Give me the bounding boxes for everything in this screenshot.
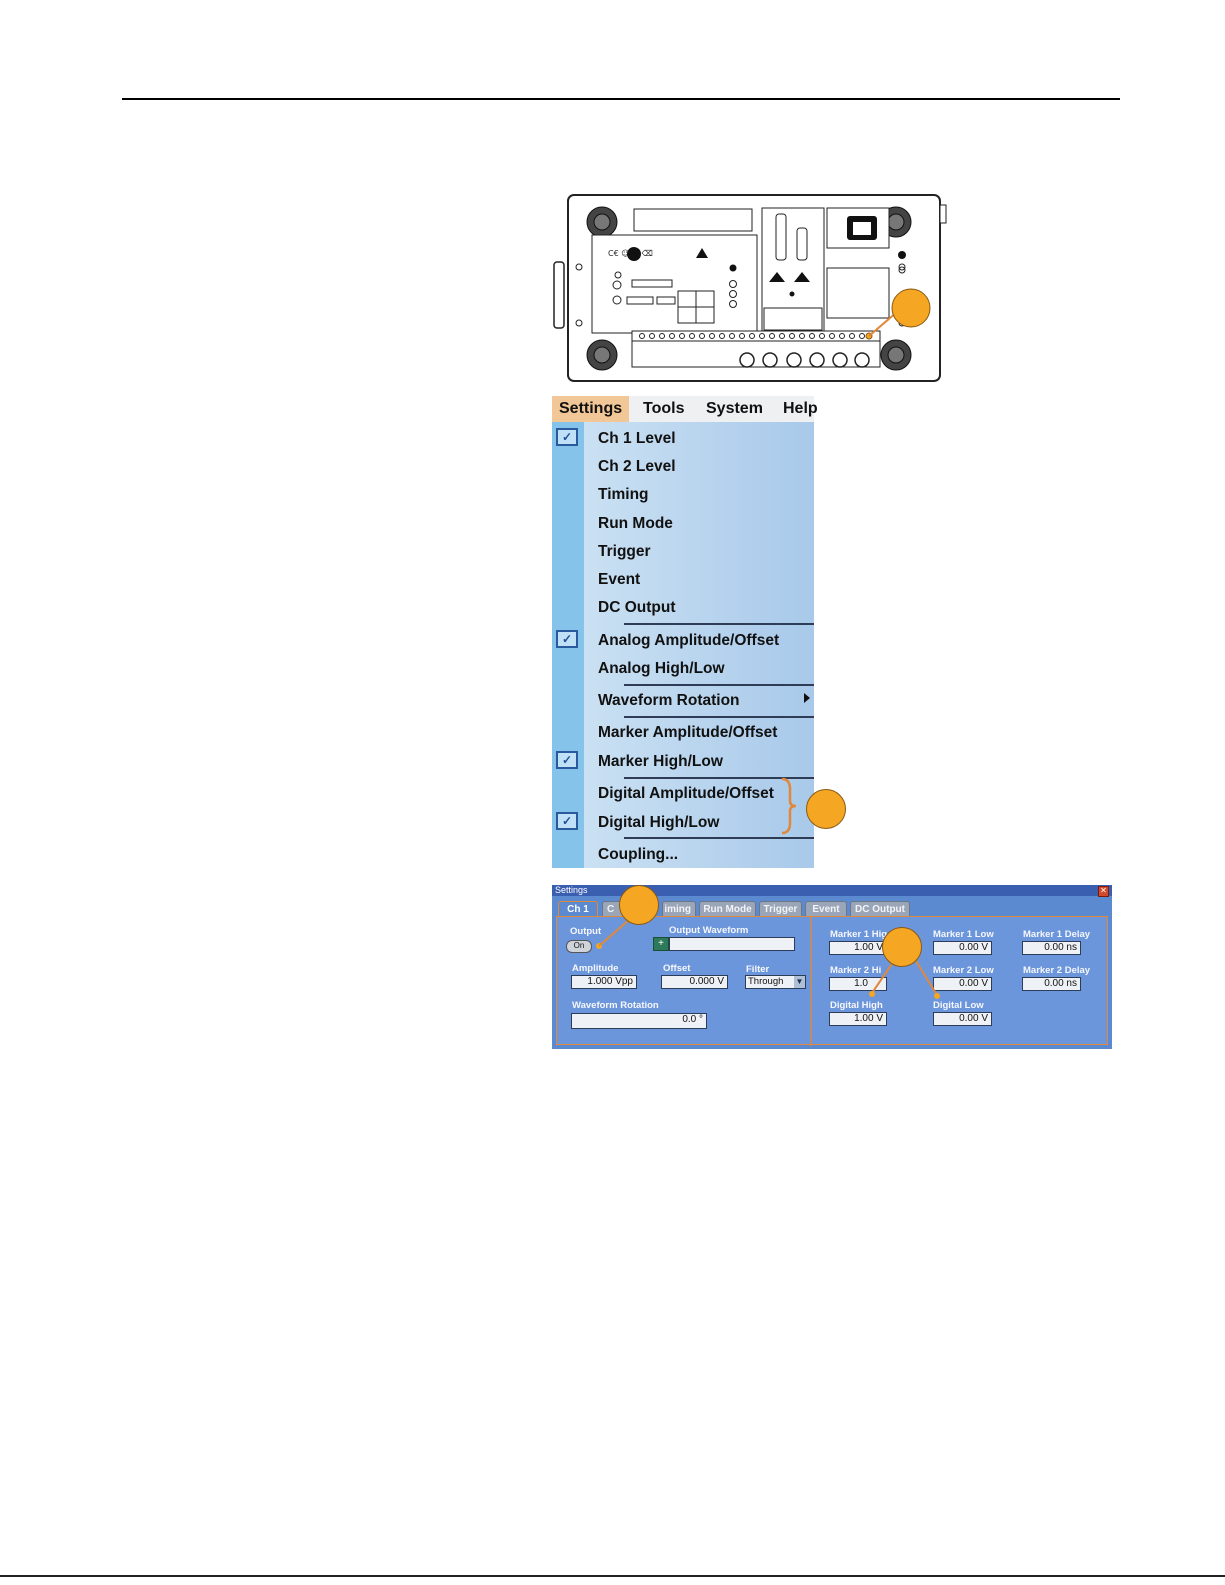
menu-separator [624,623,814,625]
menu-item-marker-amplitude-offset[interactable]: Marker Amplitude/Offset [598,724,778,741]
output-label: Output [570,926,602,937]
marker1-high-field[interactable]: 1.00 V [829,941,887,955]
ch1-level-check-icon: ✓ [556,428,578,446]
waveform-rotation-label: Waveform Rotation [572,1000,659,1011]
callout-output [619,885,659,925]
marker-high-low-check-icon: ✓ [556,751,578,769]
menu-item-coupling[interactable]: Coupling... [598,846,679,863]
output-waveform-field[interactable] [669,937,795,951]
amplitude-label: Amplitude [572,963,619,974]
menu-item-ch1-level[interactable]: Ch 1 Level [598,430,676,447]
callout-digital-levels [882,927,922,967]
marker2-low-field[interactable]: 0.00 V [933,977,992,991]
menu-item-digital-high-low[interactable]: Digital High/Low [598,814,720,831]
menu-item-waveform-rotation[interactable]: Waveform Rotation [598,692,740,709]
menu-item-analog-high-low[interactable]: Analog High/Low [598,660,725,677]
tab-trigger[interactable]: Trigger [759,901,802,916]
tab-timing[interactable]: iming [662,901,696,916]
menu-separator [624,716,814,718]
panel-divider [810,917,812,1046]
instrument-rear-panel: C€ ☺ ◐ ⌫ [553,194,947,382]
callout-marker-2 [806,789,846,829]
footer-rule [0,1575,1225,1577]
menu-item-digital-amplitude-offset[interactable]: Digital Amplitude/Offset [598,785,774,802]
marker1-high-label: Marker 1 Hig [830,929,888,940]
menu-item-timing[interactable]: Timing [598,486,649,503]
settings-dropdown: ✓ Ch 1 Level Ch 2 Level Timing Run Mode … [552,422,814,868]
callout-leaders [598,918,940,999]
filter-label: Filter [746,964,770,975]
marker2-high-field[interactable]: 1.0 [829,977,887,991]
digital-bracket [781,777,797,835]
waveform-add-icon[interactable]: + [653,937,669,951]
menu-item-trigger[interactable]: Trigger [598,543,651,560]
offset-label: Offset [663,963,691,974]
marker1-delay-field[interactable]: 0.00 ns [1022,941,1081,955]
marker2-high-label: Marker 2 Hi [830,965,882,976]
header-rule [122,98,1120,100]
digital-high-label: Digital High [830,1000,883,1011]
menu-item-dc-output[interactable]: DC Output [598,599,676,616]
menu-bar: Settings Tools System Help [552,396,818,423]
marker1-delay-label: Marker 1 Delay [1023,929,1091,940]
close-icon[interactable]: ✕ [1098,886,1109,897]
menu-help[interactable]: Help [783,400,818,417]
menu-separator [624,777,814,779]
waveform-rotation-field[interactable]: 0.0 ° [571,1013,707,1029]
menu-item-run-mode[interactable]: Run Mode [598,515,673,532]
offset-field[interactable]: 0.000 V [661,975,728,989]
marker2-low-label: Marker 2 Low [933,965,994,976]
digital-low-field[interactable]: 0.00 V [933,1012,992,1026]
marker1-low-label: Marker 1 Low [933,929,994,940]
settings-window: Settings ✕ Ch 1 C iming Run Mode Trigger… [552,885,1112,1049]
analog-amplitude-check-icon: ✓ [556,630,578,648]
menu-system[interactable]: System [706,400,763,417]
tab-dc-output[interactable]: DC Output [850,901,910,916]
digital-high-field[interactable]: 1.00 V [829,1012,887,1026]
menu-item-marker-high-low[interactable]: Marker High/Low [598,753,723,770]
menu-item-ch2-level[interactable]: Ch 2 Level [598,458,676,475]
filter-value: Through [748,976,784,987]
marker1-low-field[interactable]: 0.00 V [933,941,992,955]
filter-select[interactable]: Through ▼ [745,975,806,989]
tab-run-mode[interactable]: Run Mode [699,901,756,916]
chevron-down-icon[interactable]: ▼ [794,976,805,988]
digital-low-label: Digital Low [933,1000,984,1011]
digital-high-low-check-icon: ✓ [556,812,578,830]
tab-ch1[interactable]: Ch 1 [558,901,598,918]
tab-event[interactable]: Event [805,901,847,916]
amplitude-field[interactable]: 1.000 Vpp [571,975,637,989]
menu-tools[interactable]: Tools [643,400,685,417]
output-waveform-label: Output Waveform [669,925,749,936]
menu-separator [624,684,814,686]
menu-item-analog-amplitude-offset[interactable]: Analog Amplitude/Offset [598,632,780,649]
marker2-delay-field[interactable]: 0.00 ns [1022,977,1081,991]
marker2-delay-label: Marker 2 Delay [1023,965,1091,976]
menu-item-event[interactable]: Event [598,571,641,588]
menu-settings[interactable]: Settings [552,396,630,422]
output-toggle[interactable]: On [566,940,592,953]
settings-title: Settings [555,885,588,895]
settings-titlebar: Settings ✕ [552,885,1112,897]
submenu-arrow-icon [804,693,810,703]
menu-separator [624,837,814,839]
settings-tabs: Ch 1 C iming Run Mode Trigger Event DC O… [558,901,1108,918]
